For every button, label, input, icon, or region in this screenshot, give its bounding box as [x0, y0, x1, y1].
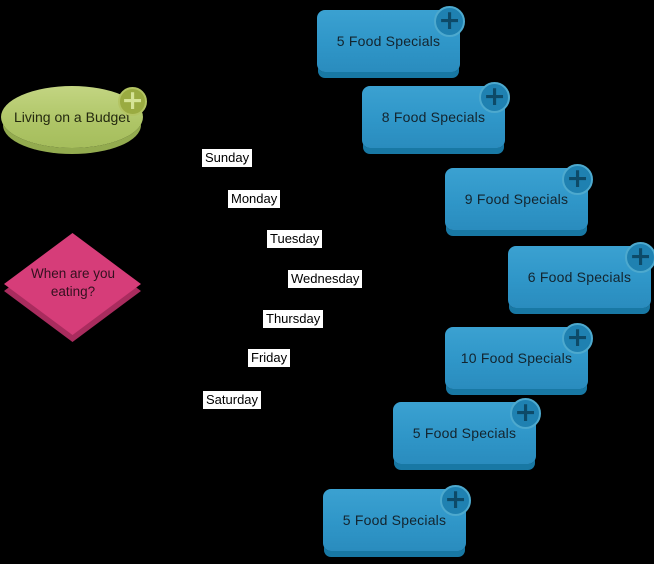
special-node[interactable]: 6 Food Specials +	[508, 242, 654, 308]
question-node[interactable]: When are you eating?	[3, 232, 143, 344]
root-node[interactable]: Living on a Budget +	[1, 86, 147, 148]
add-icon[interactable]: +	[479, 82, 510, 113]
connector-label-monday[interactable]: Monday	[228, 190, 281, 208]
connector-label-sunday[interactable]: Sunday	[202, 149, 253, 167]
special-node-label: 5 Food Specials	[336, 33, 441, 49]
connector-label-friday[interactable]: Friday	[248, 349, 291, 367]
root-node-label: Living on a Budget	[14, 109, 130, 125]
special-node[interactable]: 8 Food Specials +	[362, 82, 510, 148]
plus-glyph: +	[514, 396, 537, 428]
special-node-label: 5 Food Specials	[342, 512, 447, 528]
special-node[interactable]: 10 Food Specials +	[445, 323, 593, 389]
plus-glyph: +	[629, 240, 652, 272]
add-icon[interactable]: +	[118, 87, 147, 116]
special-node-label: 8 Food Specials	[381, 109, 486, 125]
add-icon[interactable]: +	[434, 6, 465, 37]
plus-glyph: +	[566, 321, 589, 353]
add-icon[interactable]: +	[510, 398, 541, 429]
special-node[interactable]: 5 Food Specials +	[317, 6, 465, 72]
connector-label-saturday[interactable]: Saturday	[203, 391, 262, 409]
plus-glyph: +	[121, 84, 144, 116]
special-node[interactable]: 5 Food Specials +	[323, 485, 471, 551]
special-node-label: 9 Food Specials	[464, 191, 569, 207]
plus-glyph: +	[566, 162, 589, 194]
plus-glyph: +	[483, 80, 506, 112]
special-node-label: 6 Food Specials	[527, 269, 632, 285]
plus-glyph: +	[444, 483, 467, 515]
special-node[interactable]: 5 Food Specials +	[393, 398, 541, 464]
special-node-label: 10 Food Specials	[460, 350, 573, 366]
add-icon[interactable]: +	[625, 242, 654, 273]
question-node-label: When are you eating?	[30, 266, 116, 299]
special-node-label: 5 Food Specials	[412, 425, 517, 441]
add-icon[interactable]: +	[562, 323, 593, 354]
special-node[interactable]: 9 Food Specials +	[445, 164, 593, 230]
plus-glyph: +	[438, 4, 461, 36]
diamond-shape	[4, 233, 141, 342]
add-icon[interactable]: +	[440, 485, 471, 516]
connector-label-thursday[interactable]: Thursday	[263, 310, 324, 328]
connector-label-wednesday[interactable]: Wednesday	[288, 270, 363, 288]
connector-label-tuesday[interactable]: Tuesday	[267, 230, 323, 248]
add-icon[interactable]: +	[562, 164, 593, 195]
